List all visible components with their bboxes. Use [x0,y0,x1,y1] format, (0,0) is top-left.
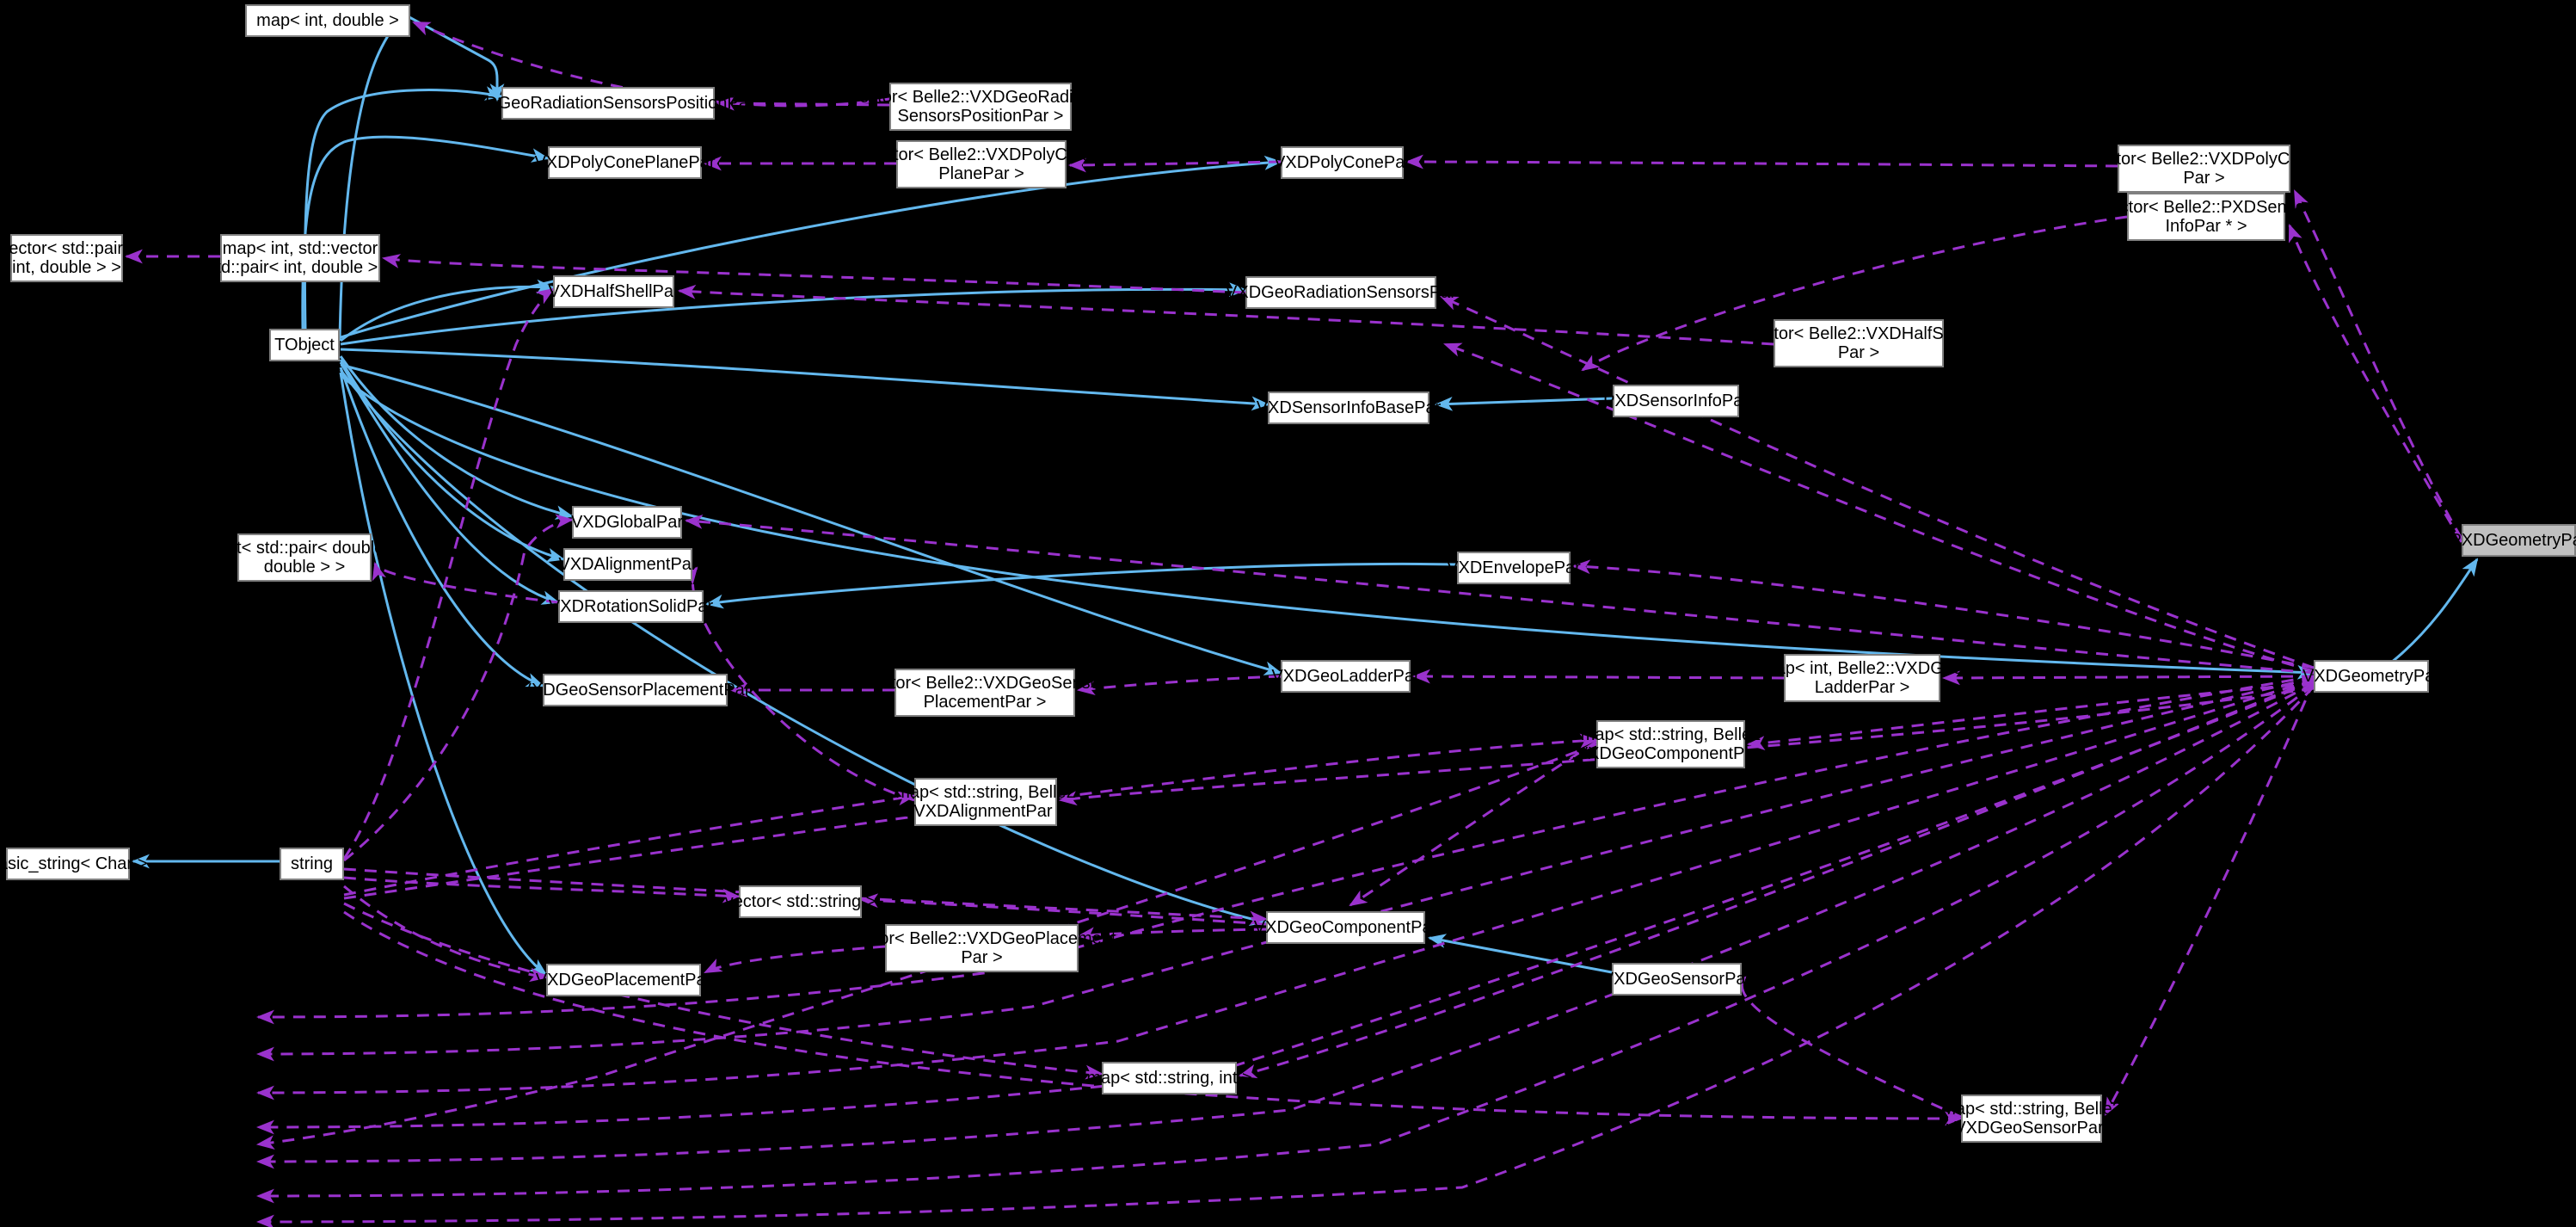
class-node-label: VXDGeoRadiationSensorsPar [1226,282,1456,302]
class-node-vxdhalfshellpar[interactable]: VXDHalfShellPar [548,275,679,308]
class-node-vec_string[interactable]: vector< std::string > [725,885,876,918]
class-node-label: vector< Belle2::VXDPolyCone Par > [2089,149,2319,188]
class-node-label: VXDGlobalPar [570,512,684,532]
class-node-label: VXDRotationSolidPar [548,596,714,616]
class-node-map_int_geoladder[interactable]: map< int, Belle2::VXDGeo LadderPar > [1761,654,1963,702]
class-node-vxdgeosensorplacementpar[interactable]: VXDGeoSensorPlacementPar [520,674,750,706]
class-node-vec_polyconeplane[interactable]: vector< Belle2::VXDPolyCone PlanePar > [867,140,1096,188]
class-node-label: VXDPolyConePar [1274,152,1411,172]
class-node-label: VXDGeoComponentPar [1253,917,1438,937]
class-node-vxdgeosensorpar[interactable]: VXDGeoSensorPar [1602,963,1751,996]
class-node-label: map< std::string, Belle2 ::VXDGeoCompone… [1566,724,1775,763]
class-node-label: VXDPolyConePlanePar [534,152,716,172]
class-node-label: map< int, std::vector < std::pair< int, … [193,238,408,277]
class-node-vec_geoplacement[interactable]: vector< Belle2::VXDGeoPlacement Par > [848,924,1116,972]
class-node-label: list< std::pair< double, double > > [220,538,389,577]
class-node-label: vector< Belle2::VXDGeoRadiation SensorsP… [851,87,1110,126]
class-node-label: vector< Belle2::VXDGeoPlacement Par > [847,928,1116,967]
class-node-label: map< std::string, Belle2 ::VXDAlignmentP… [895,782,1076,821]
class-node-vec_polycone[interactable]: vector< Belle2::VXDPolyCone Par > [2089,145,2319,193]
class-node-label: basic_string< Char > [0,854,148,873]
class-node-vxdgeoplacementpar[interactable]: VXDGeoPlacementPar [536,964,711,996]
class-node-vxdenvelopepar[interactable]: VXDEnvelopePar [1447,552,1581,584]
class-node-vec_geoRadSensPos[interactable]: vector< Belle2::VXDGeoRadiation SensorsP… [851,83,1110,131]
class-node-label: vector< Belle2::VXDPolyCone PlanePar > [866,145,1097,183]
class-node-label: VXDHalfShellPar [548,281,679,301]
class-node-label: map< std::string, Belle2 ::VXDGeoSensorP… [1941,1099,2122,1138]
class-node-label: VXDGeoSensorPlacementPar [520,680,751,700]
class-node-label: string [291,854,333,873]
class-node-vxdpolyconepar[interactable]: VXDPolyConePar [1274,146,1411,179]
class-node-label: map< int, Belle2::VXDGeo LadderPar > [1761,658,1964,697]
class-node-label: VXDGeoRadiationSensorsPositionPar [462,93,754,113]
class-node-pxdsensorinfopar[interactable]: PXDSensorInfoPar [1603,385,1749,417]
class-node-vxdglobalpar[interactable]: VXDGlobalPar [570,506,684,539]
class-node-label: map< int, double > [256,10,399,30]
class-node-list_pair_double[interactable]: list< std::pair< double, double > > [220,533,389,582]
class-node-label: VXDSensorInfoBasePar [1256,398,1442,417]
class-node-label: vector< Belle2::VXDGeoSensor PlacementPa… [864,673,1106,712]
class-node-label: vector< Belle2::VXDHalfShell Par > [1747,324,1970,362]
class-node-label: PXDSensorInfoPar [1603,391,1749,410]
class-node-string[interactable]: string [280,848,344,880]
class-node-map_int_vec_pair[interactable]: map< int, std::vector < std::pair< int, … [193,234,408,282]
class-node-map_str_int[interactable]: map< std::string, int > [1086,1062,1252,1094]
class-node-vxdgeometrypar[interactable]: VXDGeometryPar [2302,660,2440,693]
class-node-vxdrotationsolidpar[interactable]: VXDRotationSolidPar [549,590,713,623]
class-node-label: PXDGeometryPar [2450,530,2576,550]
class-node-vec_pxdsensorinfo[interactable]: vector< Belle2::PXDSensor InfoPar * > [2102,193,2310,241]
class-node-map_int_double[interactable]: map< int, double > [245,4,410,37]
class-node-pxdgeometrypar[interactable]: PXDGeometryPar [2450,524,2576,557]
class-node-label: TObject [274,335,335,355]
class-node-label: VXDGeoLadderPar [1271,666,1420,686]
class-node-label: vector< Belle2::PXDSensor InfoPar * > [2101,197,2311,236]
class-node-label: vector< std::string > [724,891,876,911]
class-node-vxdgeoladderpar[interactable]: VXDGeoLadderPar [1271,660,1420,693]
class-node-label: VXDAlignmentPar [558,554,698,574]
class-node-basic_string_char[interactable]: basic_string< Char > [0,848,147,880]
class-node-vxdalignmentpar[interactable]: VXDAlignmentPar [558,548,698,581]
class-node-label: vector< std::pair< int, double > > [0,238,133,277]
class-node-map_str_geosensor[interactable]: map< std::string, Belle2 ::VXDGeoSensorP… [1941,1094,2122,1143]
class-node-map_str_alignment[interactable]: map< std::string, Belle2 ::VXDAlignmentP… [895,778,1076,826]
class-node-vxdpolyconeplanepar[interactable]: VXDPolyConePlanePar [534,146,716,179]
class-node-vec_pair_int_double[interactable]: vector< std::pair< int, double > > [0,234,133,282]
class-node-label: VXDGeoPlacementPar [535,970,712,990]
class-node-map_str_geocomponent[interactable]: map< std::string, Belle2 ::VXDGeoCompone… [1567,720,1774,768]
class-node-label: VXDEnvelopePar [1447,558,1581,577]
class-node-vec_halfshell[interactable]: vector< Belle2::VXDHalfShell Par > [1747,319,1970,367]
class-node-label: VXDGeoSensorPar [1602,969,1752,989]
class-node-label: map< std::string, int > [1086,1068,1252,1088]
class-node-vxdgeoradsensposp[interactable]: VXDGeoRadiationSensorsPositionPar [462,87,754,120]
class-node-vxdgeoradsensorspar[interactable]: VXDGeoRadiationSensorsPar [1226,276,1456,309]
class-node-tobject[interactable]: TObject [269,329,340,361]
class-node-label: VXDGeometryPar [2302,666,2441,686]
class-node-vxdgeocomponentpar[interactable]: VXDGeoComponentPar [1254,911,1437,944]
class-node-vxdsensorinfobasepar[interactable]: VXDSensorInfoBasePar [1257,392,1441,424]
class-node-vec_geosensorplacement[interactable]: vector< Belle2::VXDGeoSensor PlacementPa… [864,669,1105,717]
